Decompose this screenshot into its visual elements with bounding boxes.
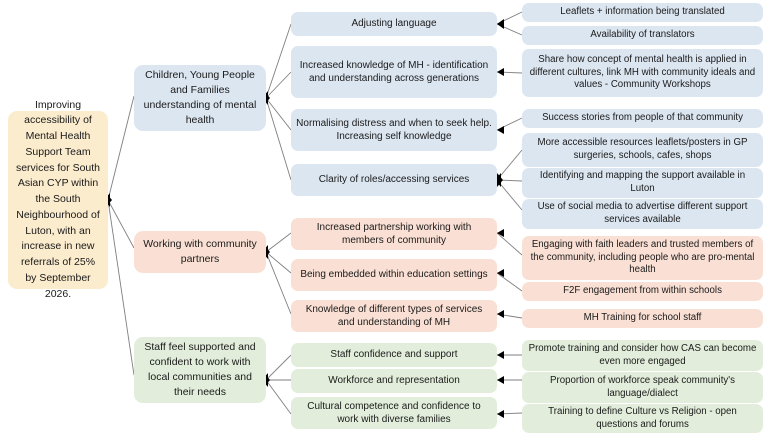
branch-node-community-partners[interactable]: Working with community partners (134, 231, 266, 273)
change-label: Engaging with faith leaders and trusted … (530, 238, 755, 276)
change-label: Identifying and mapping the support avai… (539, 170, 746, 194)
driver-label: Workforce and representation (328, 375, 460, 387)
change-label: Training to define Culture vs Religion -… (548, 405, 737, 430)
goal-label: Improving accessibility of Mental Health… (15, 98, 101, 300)
driver-label: Being embedded within education settings (300, 269, 488, 281)
change-node-promote-training-cas[interactable]: Promote training and consider how CAS ca… (522, 340, 763, 371)
driver-label: Adjusting language (351, 18, 437, 30)
change-label: Promote training and consider how CAS ca… (528, 342, 757, 367)
change-label: Use of social media to advertise differe… (537, 201, 748, 225)
driver-node-workforce-representation[interactable]: Workforce and representation (291, 369, 497, 393)
driver-node-increased-partnership[interactable]: Increased partnership working with membe… (291, 218, 497, 250)
change-node-f2f-schools[interactable]: F2F engagement from within schools (522, 282, 763, 301)
driver-label: Normalising distress and when to seek he… (296, 117, 492, 143)
driver-node-normalising-distress[interactable]: Normalising distress and when to seek he… (291, 109, 497, 151)
change-node-accessible-resources[interactable]: More accessible resources leaflets/poste… (522, 133, 763, 167)
change-node-faith-leaders[interactable]: Engaging with faith leaders and trusted … (522, 236, 763, 280)
branch-node-staff-supported[interactable]: Staff feel supported and confident to wo… (134, 337, 266, 403)
change-label: Proportion of workforce speak community'… (550, 374, 735, 399)
change-node-mh-training-school-staff[interactable]: MH Training for school staff (522, 309, 763, 328)
driver-label: Knowledge of different types of services… (305, 303, 483, 329)
change-node-community-workshops[interactable]: Share how concept of mental health is ap… (522, 49, 763, 97)
change-node-workforce-language[interactable]: Proportion of workforce speak community'… (522, 372, 763, 403)
change-node-culture-vs-religion[interactable]: Training to define Culture vs Religion -… (522, 404, 763, 433)
driver-label: Increased knowledge of MH - identificati… (299, 59, 489, 85)
driver-node-increased-knowledge-mh[interactable]: Increased knowledge of MH - identificati… (291, 46, 497, 98)
change-node-social-media[interactable]: Use of social media to advertise differe… (522, 199, 763, 229)
change-label: Leaflets + information being translated (560, 6, 725, 18)
driver-label: Clarity of roles/accessing services (318, 174, 470, 186)
change-label: More accessible resources leaflets/poste… (537, 137, 748, 161)
driver-label: Staff confidence and support (330, 349, 458, 361)
driver-node-staff-confidence[interactable]: Staff confidence and support (291, 343, 497, 367)
driver-label: Increased partnership working with membe… (316, 221, 472, 247)
change-node-success-stories[interactable]: Success stories from people of that comm… (522, 109, 763, 128)
goal-node[interactable]: Improving accessibility of Mental Health… (8, 99, 108, 300)
branch-label: Staff feel supported and confident to wo… (144, 341, 256, 398)
branch-node-children-young-people[interactable]: Children, Young People and Families unde… (134, 65, 266, 131)
change-label: Availability of translators (590, 29, 695, 41)
change-node-mapping-support-luton[interactable]: Identifying and mapping the support avai… (522, 168, 763, 198)
driver-node-clarity-of-roles[interactable]: Clarity of roles/accessing services (291, 164, 497, 196)
change-label: MH Training for school staff (583, 312, 702, 324)
driver-node-adjusting-language[interactable]: Adjusting language (291, 12, 497, 36)
change-label: Share how concept of mental health is ap… (529, 53, 756, 91)
branch-label: Working with community partners (143, 238, 257, 265)
change-label: Success stories from people of that comm… (542, 112, 743, 124)
change-node-leaflets-translated[interactable]: Leaflets + information being translated (522, 3, 763, 22)
driver-node-knowledge-services[interactable]: Knowledge of different types of services… (291, 300, 497, 332)
driver-node-cultural-competence[interactable]: Cultural competence and confidence to wo… (291, 397, 497, 429)
driver-node-embedded-education[interactable]: Being embedded within education settings (291, 259, 497, 291)
change-label: F2F engagement from within schools (563, 285, 722, 297)
change-node-availability-translators[interactable]: Availability of translators (522, 26, 763, 45)
driver-label: Cultural competence and confidence to wo… (307, 400, 481, 426)
branch-label: Children, Young People and Families unde… (143, 69, 257, 126)
